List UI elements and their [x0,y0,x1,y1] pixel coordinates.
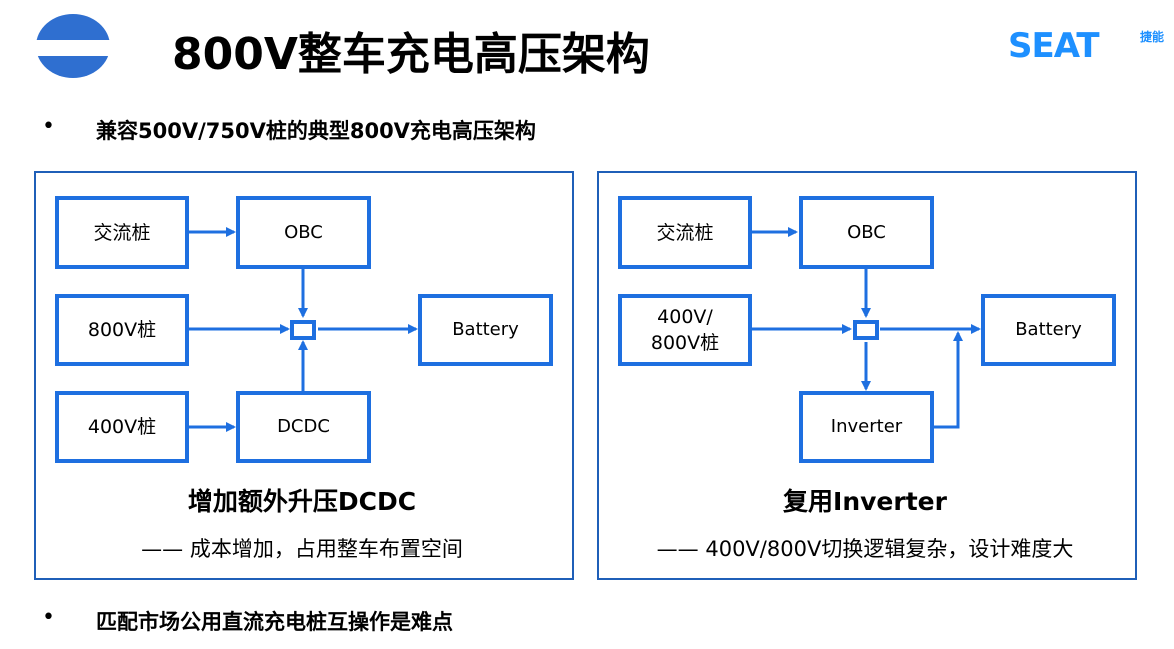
obc-node: OBC [236,196,371,269]
pile-400v-800v-line1: 400V/ [657,306,713,328]
junction-node-left [290,320,316,340]
junction-node-right [853,320,879,340]
right-panel-subcaption: —— 400V/800V切换逻辑复杂，设计难度大 [656,537,1074,561]
pile-400v-800v-node: 400V/ 800V桩 [618,294,752,366]
brand-name: SEAT [1008,26,1100,66]
logo-band [10,40,130,56]
inverter-node: Inverter [799,391,934,463]
bullet-dot: • [42,605,55,630]
ac-pile-node-right: 交流桩 [618,196,752,269]
battery-node-right: Battery [981,294,1116,366]
battery-node-left: Battery [418,294,553,366]
bullet-dot: • [42,114,55,139]
bullet-text-1: 兼容500V/750V桩的典型800V充电高压架构 [96,119,536,143]
ac-pile-node: 交流桩 [55,196,189,269]
pile-400v-800v-line2: 800V桩 [650,332,720,354]
organization-logo [10,12,130,80]
brand-logo: SEAT 捷能 [1008,26,1164,66]
obc-node-right: OBC [799,196,934,269]
dcdc-node: DCDC [236,391,371,463]
left-panel-subcaption: —— 成本增加，占用整车布置空间 [141,537,463,561]
pile-400v-node: 400V桩 [55,391,189,463]
bullet-text-2: 匹配市场公用直流充电桩互操作是难点 [96,610,453,634]
pile-800v-node: 800V桩 [55,294,189,366]
left-panel-caption: 增加额外升压DCDC [187,487,417,516]
right-panel-caption: 复用Inverter [783,487,947,516]
arrow-inverter-to-battery [934,331,963,429]
page-title: 800V整车充电高压架构 [172,29,650,80]
